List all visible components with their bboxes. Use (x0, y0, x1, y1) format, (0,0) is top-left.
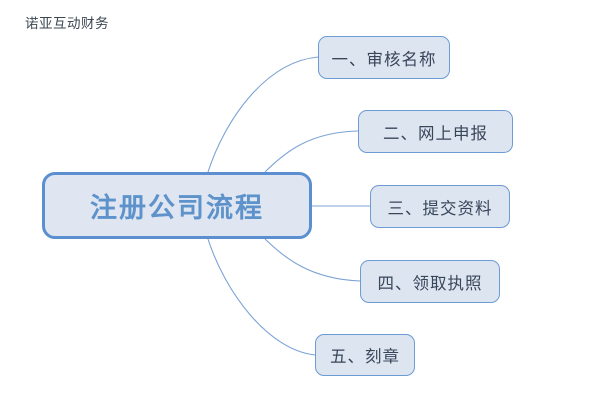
branch-node-5[interactable]: 五、刻章 (315, 334, 415, 376)
branch-node-2-label: 二、网上申报 (383, 123, 488, 143)
connector-to-branch-4 (264, 238, 361, 282)
branch-node-4[interactable]: 四、领取执照 (360, 260, 500, 303)
central-node-label: 注册公司流程 (90, 193, 264, 224)
connector-to-branch-1 (207, 56, 319, 173)
branch-node-3-label: 三、提交资料 (387, 198, 493, 218)
branch-node-1-label: 一、审核名称 (331, 49, 437, 69)
branch-node-4-label: 四、领取执照 (377, 273, 483, 293)
branch-node-3[interactable]: 三、提交资料 (370, 185, 510, 228)
central-node[interactable]: 注册公司流程 (42, 172, 312, 239)
watermark-label: 诺亚互动财务 (25, 16, 109, 32)
branch-node-2[interactable]: 二、网上申报 (358, 110, 513, 153)
branch-node-5-label: 五、刻章 (330, 347, 400, 366)
connector-to-branch-5 (207, 238, 316, 356)
connector-to-branch-2 (264, 130, 359, 173)
branch-node-1[interactable]: 一、审核名称 (318, 36, 450, 79)
